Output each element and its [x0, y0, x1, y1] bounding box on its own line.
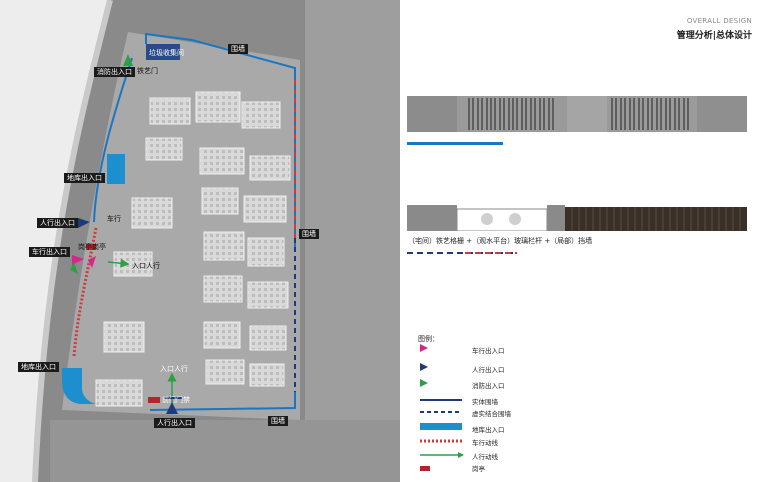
legend-label-garage-entrance: 地库出入口: [472, 426, 505, 434]
solid-wall-bottom: [149, 392, 296, 411]
label-wall-right: 围墙: [299, 229, 319, 239]
legend-label-pedestrian-entrance: 人行出入口: [472, 366, 505, 374]
landscape-lower: [50, 420, 400, 482]
header-chinese-title: 管理分析|总体设计: [676, 31, 752, 41]
pedestrian-route-mid: [107, 258, 130, 268]
legend-label-pedestrian-route: 人行动线: [472, 453, 498, 461]
garbage-room: [146, 44, 180, 60]
legend-title: 图例：: [418, 335, 439, 343]
pedestrian-entrance-symbol-top: [78, 218, 90, 228]
label-entrance-ped-mid: 入口人行: [132, 262, 160, 270]
legend-label-solid-wall: 实体围墙: [472, 398, 498, 406]
fence-caption: （宅间）铁艺格栅 +（观水平台）玻璃栏杆 +（局部）挡墙: [408, 237, 593, 245]
legend-label-car-entrance: 车行出入口: [472, 347, 505, 355]
label-car-exit: 车行出入口: [29, 247, 70, 257]
legend-label-car-route: 车行动线: [472, 439, 498, 447]
guardhouse-icon: [420, 466, 430, 471]
landscape-right: [305, 0, 400, 482]
label-wall-top: 围墙: [228, 44, 248, 54]
garage-entrance-top: [107, 154, 125, 184]
label-entrance-ped-lower: 入口人行: [160, 365, 188, 373]
guardhouse-mid: [86, 244, 96, 250]
guardhouse-bottom: [148, 397, 160, 403]
fence-elevation-bottom: [407, 205, 747, 231]
legend-symbols: [420, 344, 464, 471]
virtual-wall-indicator-line: [407, 252, 517, 254]
label-garage-top: 地库出入口: [64, 173, 105, 183]
label-car-row: 车行: [107, 215, 121, 223]
fire-entrance-symbol-mid: [70, 262, 78, 274]
car-entrance-icon: [420, 344, 428, 352]
site-plan: [0, 0, 400, 482]
header-english-title: OVERALL DESIGN: [686, 17, 752, 25]
label-iron-gate: 铁艺门: [137, 67, 158, 75]
label-fire-exit: 消防出入口: [94, 67, 135, 77]
label-wall-bottom: 围墙: [268, 416, 288, 426]
pedestrian-entrance-icon: [420, 363, 428, 371]
building-blocks: [95, 91, 291, 407]
fire-entrance-symbol-top: [123, 54, 133, 66]
solid-wall-indicator-line: [407, 142, 503, 145]
garage-entrance-icon: [420, 423, 462, 430]
label-ped-exit-top: 人行出入口: [37, 218, 78, 228]
fence-bars-left: [468, 98, 554, 130]
car-entrance-symbol: [72, 255, 84, 265]
road-edge: [32, 0, 113, 482]
label-gate-turnstile: 前门门禁: [162, 396, 190, 404]
fire-entrance-icon: [420, 379, 428, 387]
car-entrance-symbol-2: [88, 256, 96, 268]
legend-label-fire-entrance: 消防出入口: [472, 382, 505, 390]
label-ped-exit-bottom: 人行出入口: [154, 418, 195, 428]
legend-label-guardhouse: 岗亭: [472, 465, 485, 473]
label-garage-bottom: 地库出入口: [18, 362, 59, 372]
pedestrian-entrance-symbol-bottom: [166, 402, 178, 414]
label-guardhouse: 岗亭岗亭: [78, 243, 106, 251]
fence-elevation-top: [407, 96, 747, 132]
legend-label-virtual-wall: 虚实结合围墙: [472, 410, 511, 418]
fence-bars-right: [611, 98, 689, 130]
garage-entrance-bottom: [62, 368, 96, 404]
label-garbage-room: 垃圾收集间: [149, 49, 184, 57]
